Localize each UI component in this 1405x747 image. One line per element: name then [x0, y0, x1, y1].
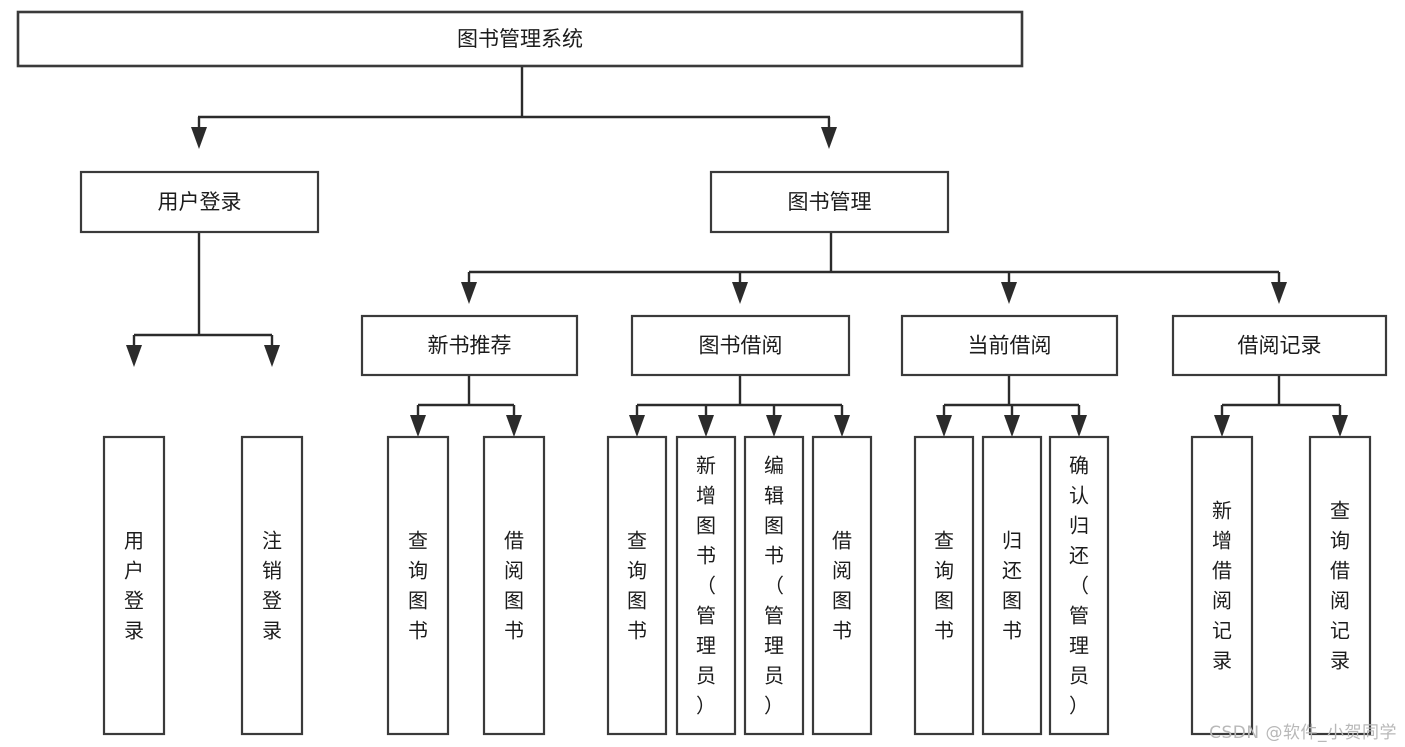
arrow-head-icon — [821, 127, 837, 149]
node-label: 归还图书 — [1002, 529, 1022, 643]
arrow-head-icon — [506, 415, 522, 437]
node-label: 查询借阅记录 — [1330, 499, 1350, 673]
connector-borrow-to-leaves — [629, 375, 850, 437]
node-label: 编辑图书（管理员） — [764, 454, 784, 718]
node-box — [913, 435, 975, 736]
connector-record-to-leaves — [1214, 375, 1348, 437]
csdn-watermark: CSDN @软件_小贺同学 — [1209, 723, 1397, 743]
node-box — [743, 435, 805, 736]
node-borrow-book-2[interactable]: 借阅图书 — [811, 435, 873, 736]
node-label: 确认归还（管理员） — [1069, 454, 1089, 718]
node-label: 注销登录 — [262, 529, 282, 643]
node-query-book-3[interactable]: 查询图书 — [913, 435, 975, 736]
connector-user-login-to-leaves — [126, 232, 280, 367]
node-borrow-book-1[interactable]: 借阅图书 — [482, 435, 546, 736]
arrow-head-icon — [732, 282, 748, 304]
node-label: 当前借阅 — [968, 334, 1052, 358]
connector-root-to-level2 — [191, 66, 837, 149]
node-box — [240, 435, 304, 736]
node-borrow-record[interactable]: 借阅记录 — [1171, 314, 1388, 377]
node-new-book-recommend[interactable]: 新书推荐 — [360, 314, 579, 377]
node-box — [1171, 314, 1388, 377]
node-user-login-do[interactable]: 用户登录 — [102, 435, 166, 736]
node-box — [16, 10, 1024, 68]
arrow-head-icon — [766, 415, 782, 437]
arrow-head-icon — [834, 415, 850, 437]
connector-layer — [126, 66, 1348, 437]
connector-book-manage-to-subs — [461, 232, 1287, 304]
node-layer: 图书管理系统用户登录用户登录注销登录图书管理新书推荐查询图书借阅图书图书借阅查询… — [16, 10, 1388, 736]
connector-recommend-to-leaves — [410, 375, 522, 437]
arrow-head-icon — [1004, 415, 1020, 437]
arrow-head-icon — [1271, 282, 1287, 304]
node-label: 借阅图书 — [832, 529, 852, 643]
node-book-borrow[interactable]: 图书借阅 — [630, 314, 851, 377]
arrow-head-icon — [1332, 415, 1348, 437]
node-box — [811, 435, 873, 736]
node-label: 用户登录 — [158, 190, 242, 214]
node-label: 查询图书 — [934, 529, 954, 643]
node-query-borrow-record[interactable]: 查询借阅记录 — [1308, 435, 1372, 736]
node-user-login[interactable]: 用户登录 — [79, 170, 320, 234]
node-box — [900, 314, 1119, 377]
node-root[interactable]: 图书管理系统 — [16, 10, 1024, 68]
node-box — [606, 435, 668, 736]
arrow-head-icon — [629, 415, 645, 437]
node-user-logout[interactable]: 注销登录 — [240, 435, 304, 736]
node-label: 新增借阅记录 — [1212, 499, 1232, 673]
node-confirm-return-admin[interactable]: 确认归还（管理员） — [1048, 435, 1110, 736]
node-query-book-1[interactable]: 查询图书 — [386, 435, 450, 736]
node-box — [630, 314, 851, 377]
node-box — [709, 170, 950, 234]
arrow-head-icon — [1071, 415, 1087, 437]
node-add-borrow-record[interactable]: 新增借阅记录 — [1190, 435, 1254, 736]
node-box — [79, 170, 320, 234]
node-box — [1308, 435, 1372, 736]
node-box — [482, 435, 546, 736]
node-label: 查询图书 — [627, 529, 647, 643]
node-edit-book-admin[interactable]: 编辑图书（管理员） — [743, 435, 805, 736]
node-add-book-admin[interactable]: 新增图书（管理员） — [675, 435, 737, 736]
node-box — [675, 435, 737, 736]
node-box — [1048, 435, 1110, 736]
node-book-manage[interactable]: 图书管理 — [709, 170, 950, 234]
node-box — [386, 435, 450, 736]
arrow-head-icon — [936, 415, 952, 437]
node-return-book[interactable]: 归还图书 — [981, 435, 1043, 736]
node-label: 借阅图书 — [504, 529, 524, 643]
node-label: 新增图书（管理员） — [696, 454, 716, 718]
arrow-head-icon — [264, 345, 280, 367]
node-label: 借阅记录 — [1238, 334, 1322, 358]
arrow-head-icon — [1214, 415, 1230, 437]
arrow-head-icon — [461, 282, 477, 304]
node-current-borrow[interactable]: 当前借阅 — [900, 314, 1119, 377]
node-box — [102, 435, 166, 736]
node-label: 新书推荐 — [428, 334, 512, 358]
arrow-head-icon — [191, 127, 207, 149]
node-label: 查询图书 — [408, 529, 428, 643]
node-box — [981, 435, 1043, 736]
arrow-head-icon — [698, 415, 714, 437]
node-label: 图书管理 — [788, 190, 872, 214]
arrow-head-icon — [126, 345, 142, 367]
node-label: 用户登录 — [124, 529, 144, 643]
node-label: 图书管理系统 — [457, 27, 583, 51]
node-box — [1190, 435, 1254, 736]
node-query-book-2[interactable]: 查询图书 — [606, 435, 668, 736]
connector-current-to-leaves — [936, 375, 1087, 437]
arrow-head-icon — [1001, 282, 1017, 304]
arrow-head-icon — [410, 415, 426, 437]
node-label: 图书借阅 — [699, 334, 783, 358]
node-box — [360, 314, 579, 377]
